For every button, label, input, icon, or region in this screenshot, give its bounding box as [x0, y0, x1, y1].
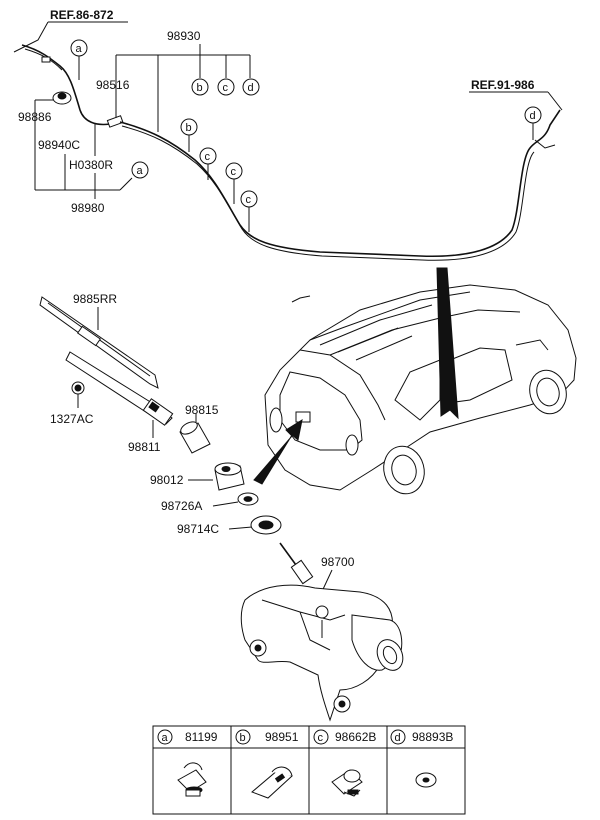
label-1327AC[interactable]: 1327AC — [50, 412, 94, 426]
clip-81199-icon — [177, 762, 207, 797]
label-98980[interactable]: 98980 — [71, 201, 105, 215]
grommet-98714C-hole — [258, 520, 274, 530]
cover-98012-hole — [221, 466, 231, 472]
leader-98726A — [212, 501, 239, 507]
hose-end-right — [534, 139, 556, 149]
callout-b-top[interactable]: b — [191, 78, 209, 96]
nut-1327AC-core — [74, 384, 82, 392]
callout-a-top[interactable]: a — [70, 39, 88, 57]
label-98815[interactable]: 98815 — [185, 403, 219, 417]
svg-text:98893B: 98893B — [412, 730, 453, 744]
label-98811[interactable]: 98811 — [128, 440, 161, 454]
legend-cell-d[interactable]: d 98893B — [390, 729, 453, 745]
legend-cell-b[interactable]: b 98951 — [235, 729, 299, 745]
leader-98714C — [228, 526, 253, 530]
callout-c-top[interactable]: c — [217, 78, 235, 96]
label-98726A[interactable]: 98726A — [161, 499, 202, 513]
svg-text:d: d — [395, 732, 401, 744]
wiper-motor-98700 — [240, 542, 404, 722]
label-98012[interactable]: 98012 — [150, 473, 184, 487]
svg-text:a: a — [76, 43, 83, 55]
svg-text:c: c — [223, 82, 229, 94]
callout-b-hose[interactable]: b — [180, 118, 198, 136]
callout-a-lower[interactable]: a — [131, 161, 149, 179]
washer-hose-main — [119, 109, 561, 258]
ref-86-872-leader — [13, 21, 49, 53]
washer-98726A-hole — [243, 496, 253, 502]
vehicle-illustration — [264, 284, 577, 495]
svg-text:b: b — [240, 732, 246, 744]
callout-c-hose-2[interactable]: c — [225, 162, 243, 180]
svg-text:b: b — [197, 82, 203, 94]
callout-c-hose-3[interactable]: c — [240, 190, 258, 208]
cap-98815-top — [180, 421, 198, 435]
svg-text:a: a — [162, 732, 169, 744]
washer-hose-main-outline — [121, 125, 535, 261]
clip-98662B-icon — [331, 769, 363, 797]
label-98940C[interactable]: 98940C — [38, 138, 80, 152]
svg-text:81199: 81199 — [185, 730, 218, 744]
svg-text:98662B: 98662B — [335, 730, 376, 744]
label-98700[interactable]: 98700 — [321, 555, 355, 569]
wiper-blade-clip — [76, 325, 102, 347]
svg-text:d: d — [248, 82, 254, 94]
label-98930[interactable]: 98930 — [167, 29, 201, 43]
svg-text:b: b — [186, 122, 192, 134]
callout-d-top[interactable]: d — [242, 78, 260, 96]
legend-table — [152, 725, 466, 815]
label-9885RR[interactable]: 9885RR — [73, 292, 117, 306]
svg-text:c: c — [246, 194, 252, 206]
label-H0380R[interactable]: H0380R — [69, 158, 113, 172]
callout-d-right[interactable]: d — [524, 106, 542, 124]
joint-98516 — [106, 115, 124, 128]
grommet-98893B-icon — [415, 772, 437, 788]
arrow-to-hose-route — [436, 267, 459, 420]
legend-cell-c[interactable]: c 98662B — [313, 729, 376, 745]
svg-text:c: c — [318, 732, 324, 744]
nozzle-98886-core — [57, 92, 67, 100]
label-98516[interactable]: 98516 — [96, 78, 130, 92]
legend-cell-a[interactable]: a 81199 — [157, 729, 218, 745]
arrow-to-rear-wiper — [253, 418, 303, 485]
callout-c-hose-1[interactable]: c — [199, 147, 217, 165]
hose-clip-left — [41, 56, 51, 63]
svg-text:c: c — [231, 166, 237, 178]
svg-text:d: d — [530, 110, 536, 122]
leader-a-lower — [119, 177, 133, 191]
svg-text:a: a — [137, 165, 144, 177]
clip-98951-icon — [251, 766, 293, 799]
ref-86-872[interactable]: REF.86-872 — [50, 8, 114, 22]
label-98714C[interactable]: 98714C — [177, 522, 219, 536]
wiper-blade — [39, 296, 159, 389]
ref-91-986-leader — [547, 91, 563, 111]
svg-text:c: c — [205, 151, 211, 163]
washer-hose-left — [21, 44, 111, 126]
wiper-arm-head-detail — [148, 401, 160, 413]
svg-text:98951: 98951 — [265, 730, 299, 744]
ref-91-986[interactable]: REF.91-986 — [471, 78, 535, 92]
